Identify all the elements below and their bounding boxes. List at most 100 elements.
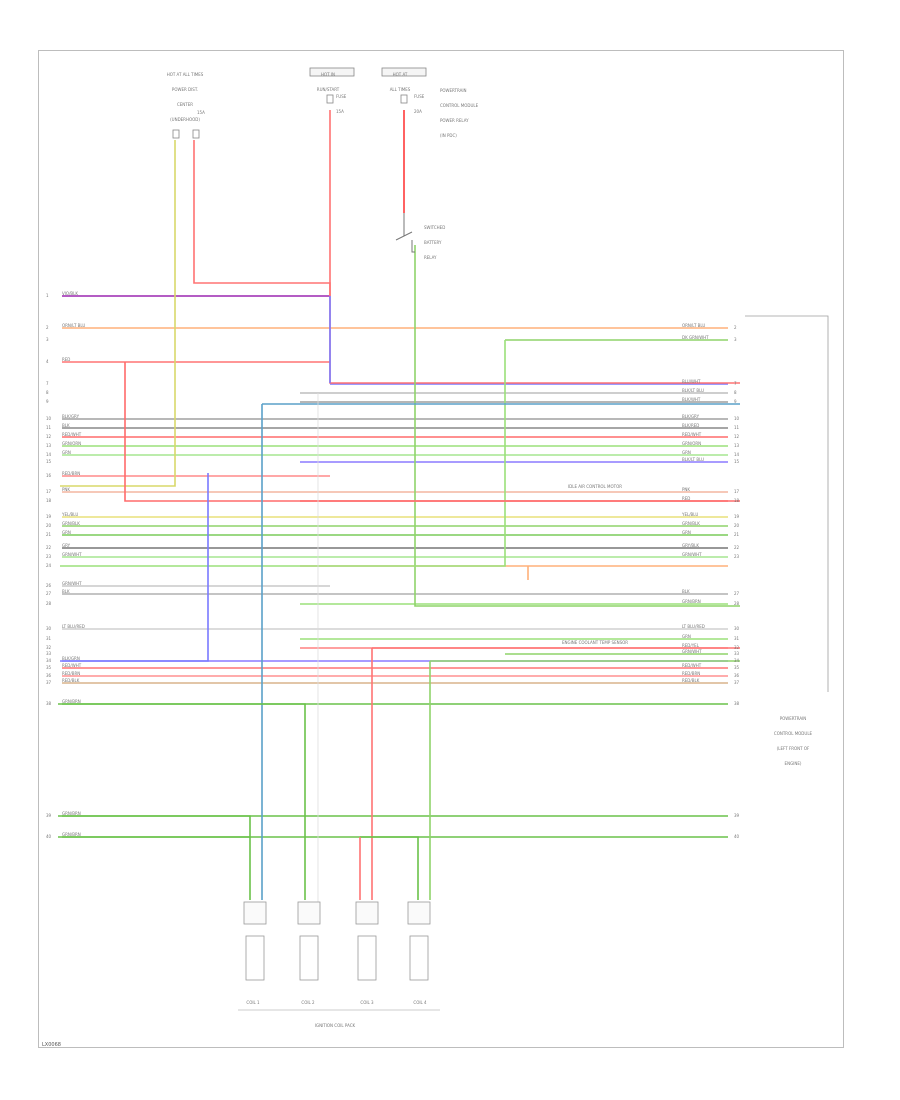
coil-label-4: COIL 4 (413, 1000, 427, 1005)
wire-label-right-green-top: DK GRN/WHT (682, 335, 709, 340)
module-pin-27: 27 (734, 591, 740, 596)
coil-label-2: COIL 2 (301, 1000, 315, 1005)
pin-number-33: 33 (46, 651, 52, 656)
module-pin-11: 11 (734, 425, 740, 430)
wire-label-left-gray-c: BLK/GRY (62, 414, 80, 419)
module-pin-3: 3 (734, 337, 737, 342)
wire-label-right-green-h: GRN/WHT (682, 649, 702, 654)
wire-label-right-green-g: GRN (682, 634, 691, 639)
wire-label-left-gray-h: LT BLU/RED (62, 624, 85, 629)
wire-label-left-green-a: GRN/ORN (62, 441, 82, 446)
wire-label-left-orange: ORN/LT BLU (62, 323, 86, 328)
wire-red-loop (124, 362, 740, 502)
wire-coil-ground-c (360, 836, 419, 900)
wire-label-right-red-g: RED/BRN (682, 671, 701, 676)
coil-connector-4 (407, 901, 431, 925)
pin-number-26: 26 (46, 583, 52, 588)
coil-group-label: IGNITION COIL PACK (314, 1023, 356, 1028)
pin-number-10: 10 (46, 416, 52, 421)
pin-number-9: 9 (46, 399, 49, 404)
pin-number-12: 12 (46, 434, 52, 439)
module-pin-35: 35 (734, 665, 740, 670)
pin-number-36: 36 (46, 673, 52, 678)
coil-label-3: COIL 3 (360, 1000, 374, 1005)
module-pin-30: 30 (734, 626, 740, 631)
pin-number-16: 16 (46, 473, 52, 478)
pin-number-38: 38 (46, 701, 52, 706)
pin-number-37: 37 (46, 680, 52, 685)
fuse-4 (400, 94, 408, 104)
wire-label-left-red-g: RED/BRN (62, 671, 81, 676)
wire-label-left-yellow: YEL/BLU (62, 512, 79, 517)
wire-label-left-green-k: GRN/BRN (62, 832, 81, 837)
wire-label-right-gray-h: LT BLU/RED (682, 624, 705, 629)
pin-number-17: 17 (46, 489, 52, 494)
wire-label-right-red-f: RED/WHT (682, 663, 702, 668)
pin-number-31: 31 (46, 636, 52, 641)
component-label-c3: HOT AT ALL TIMES (389, 72, 411, 92)
wire-label-right-green-a: GRN/ORN (682, 441, 702, 446)
module-pin-28: 28 (734, 601, 740, 606)
pin-number-15: 15 (46, 459, 52, 464)
wire-label-left-red-f: RED/WHT (62, 663, 82, 668)
wire-relay-out (414, 245, 740, 607)
wire-label-right-gray-g: BLK (682, 589, 690, 594)
pin-number-18: 18 (46, 498, 52, 503)
coil-connector-1 (243, 901, 267, 925)
module-pin-39: 39 (734, 813, 740, 818)
wire-label-right-orange: ORN/LT BLU (682, 323, 706, 328)
wire-label-right-gray-c: BLK/GRY (682, 414, 700, 419)
wire-label-left-gray-f: GRN/WHT (62, 581, 82, 586)
wire-label-right-tan: PNK (682, 487, 691, 492)
wire-label-left-tan-b: RED/BLK (62, 678, 80, 683)
wire-feed-yellow (60, 140, 176, 487)
wire-label-right-green-e: GRN/WHT (682, 552, 702, 557)
module-pin-38: 38 (734, 701, 740, 706)
module-pin-8: 8 (734, 390, 737, 395)
module-pin-40: 40 (734, 834, 740, 839)
wire-label-right-red-e: RED/YEL (682, 643, 699, 648)
module-pin-22: 22 (734, 545, 740, 550)
fuse-3 (326, 94, 334, 104)
component-label-c4: POWERTRAIN CONTROL MODULE POWER RELAY (I… (440, 88, 479, 138)
module-pin-23: 23 (734, 554, 740, 559)
wire-label-left-green-c: GRN/BLK (62, 521, 80, 526)
wire-label-right-yellow: YEL/BLU (682, 512, 699, 517)
module-label: POWERTRAIN CONTROL MODULE (LEFT FRONT OF… (773, 716, 813, 766)
connector-c2 (309, 67, 355, 77)
pin-number-14: 14 (46, 452, 52, 457)
pin-number-39: 39 (46, 813, 52, 818)
wire-label-right-green-d: GRN (682, 530, 691, 535)
module-boundary (745, 315, 829, 692)
wire-label-left-gray-e: GRY (62, 543, 71, 548)
wire-label-right-gray-a: BLK/LT BLU (682, 388, 705, 393)
wire-feed-red-c1 (193, 140, 331, 296)
wire-label-left-gray-d: BLK (62, 423, 70, 428)
module-pin-32: 32 (734, 645, 740, 650)
fuse-label-c2: FUSE 15A (336, 94, 347, 114)
wire-label-right-violet-b: BLK/LT BLU (682, 457, 705, 462)
wire-label-left-gray-g: BLK (62, 589, 70, 594)
module-pin-31: 31 (734, 636, 740, 641)
pin-number-27: 27 (46, 591, 52, 596)
pin-number-40: 40 (46, 834, 52, 839)
module-pin-37: 37 (734, 680, 740, 685)
wire-label-right-gray-b: BLK/WHT (682, 397, 701, 402)
pin-number-11: 11 (46, 425, 52, 430)
wire-green-drop (60, 340, 506, 567)
pin-number-7: 7 (46, 381, 49, 386)
fuse-2 (192, 129, 200, 139)
wire-label-right-gray-d: BLK/RED (682, 423, 700, 428)
module-pin-20: 20 (734, 523, 740, 528)
module-pin-15: 15 (734, 459, 740, 464)
module-pin-7: 7 (734, 381, 737, 386)
pin-number-23: 23 (46, 554, 52, 559)
wire-label-left-red-c: RED/BRN (62, 471, 81, 476)
wire-label-right-green-c: GRN/BLK (682, 521, 700, 526)
pin-number-8: 8 (46, 390, 49, 395)
wire-label-left-violet-c: BLK/GRN (62, 656, 80, 661)
wire-label-left-green-d: GRN (62, 530, 71, 535)
coil-label-1: COIL 1 (246, 1000, 260, 1005)
pin-number-34: 34 (46, 658, 52, 663)
